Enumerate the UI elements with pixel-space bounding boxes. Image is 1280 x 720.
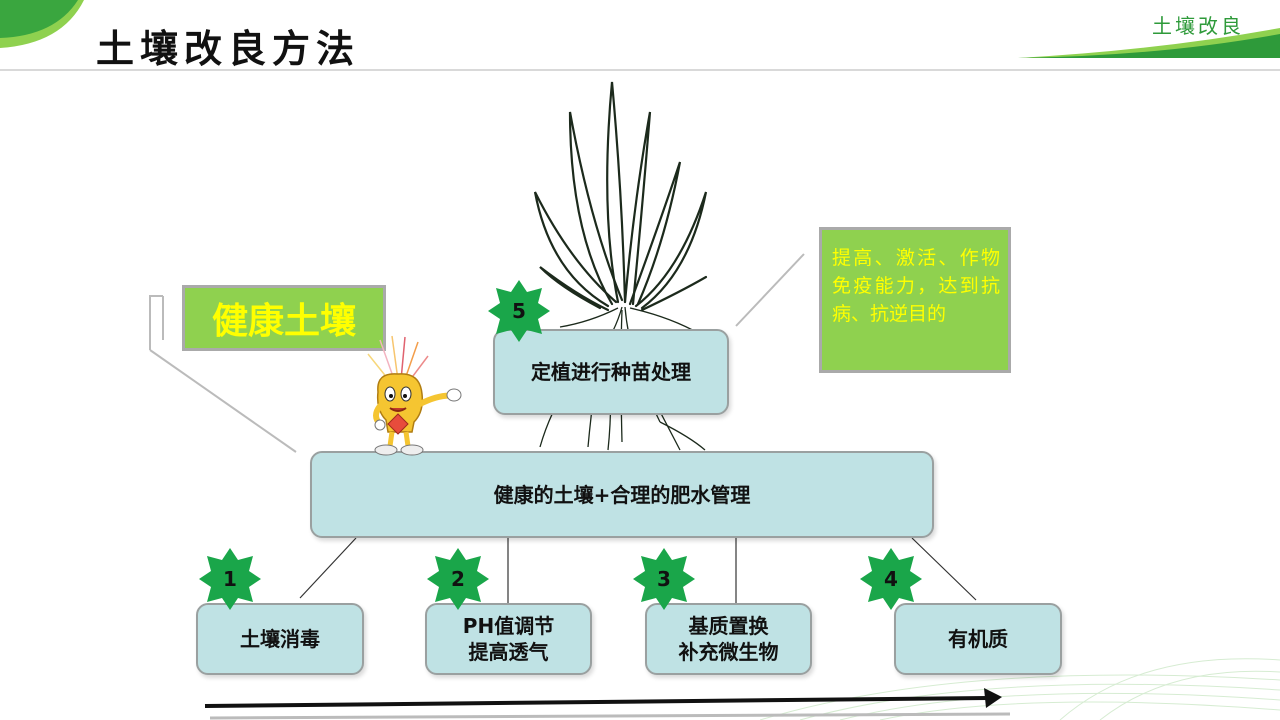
section-tag: 土壤改良 <box>1152 14 1244 38</box>
step-5-number: 5 <box>512 299 526 323</box>
center-label: 健康的土壤+合理的肥水管理 <box>493 482 751 507</box>
step-2-star-badge-icon: 2 <box>425 546 491 612</box>
step-4-star-badge-icon: 4 <box>858 546 924 612</box>
mascot-figure-icon <box>367 335 462 456</box>
step-5-box: 定植进行种苗处理 <box>493 329 729 415</box>
center-box: 健康的土壤+合理的肥水管理 <box>310 451 934 538</box>
step-2-line-1: PH值调节 <box>462 614 555 638</box>
step-3-number: 3 <box>657 567 671 591</box>
step-4-box: 有机质 <box>894 603 1062 675</box>
step-3-star-badge-icon: 3 <box>631 546 697 612</box>
page-title: 土壤改良方法 <box>96 26 361 71</box>
step-4-label: 有机质 <box>948 627 1008 651</box>
step-5-label: 定植进行种苗处理 <box>531 360 691 384</box>
header-decoration-right <box>1018 28 1280 58</box>
header-decoration-left <box>0 0 84 48</box>
step-2-box: PH值调节 提高透气 <box>425 603 592 675</box>
background-wave-decoration <box>760 658 1280 720</box>
step-2-number: 2 <box>451 567 465 591</box>
step-1-label: 土壤消毒 <box>240 627 320 651</box>
step-3-line-2: 补充微生物 <box>678 640 779 664</box>
step-1-star-badge-icon: 1 <box>197 546 263 612</box>
healthy-soil-label: 健康土壤 <box>182 285 386 351</box>
step-4-number: 4 <box>884 567 898 591</box>
header-divider <box>0 69 1280 71</box>
step-5-star-badge-icon: 5 <box>486 278 552 344</box>
arrow-right-icon <box>204 696 989 708</box>
step-1-number: 1 <box>223 567 237 591</box>
benefit-note: 提高、激活、作物免疫能力，达到抗病、抗逆目的 <box>819 227 1011 373</box>
step-3-box: 基质置换 补充微生物 <box>645 603 812 675</box>
step-2-line-2: 提高透气 <box>468 640 549 664</box>
step-3-line-1: 基质置换 <box>688 614 769 638</box>
step-1-box: 土壤消毒 <box>196 603 364 675</box>
